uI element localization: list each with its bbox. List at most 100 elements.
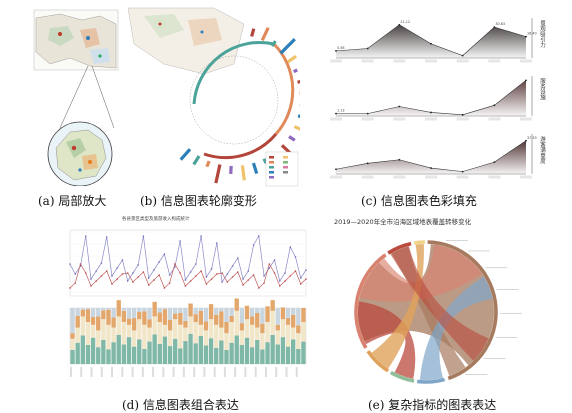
stacked-bar-segment (265, 306, 270, 322)
category-tick-placeholder (152, 367, 155, 377)
radial-bar (251, 162, 259, 175)
stacked-bar-segment (85, 322, 91, 345)
stacked-bar-segment (239, 308, 245, 324)
stacked-bar-segment (301, 341, 306, 364)
series-point-a (273, 259, 276, 261)
radial-bar (297, 114, 300, 118)
series-line-a (69, 234, 307, 283)
area-fill (336, 80, 526, 116)
series-point-b (168, 282, 171, 284)
stacked-bar-segment (224, 333, 229, 350)
stacked-bar-segment (239, 344, 245, 364)
stacked-bar-segment (193, 343, 198, 364)
stacked-bar-segment (188, 303, 193, 317)
stacked-bar-segment (121, 344, 127, 364)
stacked-bar-segment (239, 323, 245, 331)
area-point (525, 79, 527, 82)
category-tick-placeholder (264, 367, 267, 377)
series-point-a (163, 253, 166, 255)
area-data-label: 1.13 (337, 109, 345, 113)
series-point-a (210, 268, 213, 270)
area-tick-placeholder (488, 117, 501, 121)
stacked-bar-segment (285, 318, 291, 325)
panel-e-complex-indicator: 2019—2020年全市沿海区域地表覆盖转移变化 (330, 212, 566, 394)
category-tick-placeholder (285, 367, 288, 377)
series-point-a (252, 244, 255, 246)
radial-bar (279, 38, 296, 55)
category-tick-placeholder (295, 367, 298, 377)
stacked-bar-segment (173, 319, 178, 339)
stacked-bar-segment (152, 334, 157, 364)
stacked-bar-segment (111, 317, 116, 328)
series-point-b (289, 275, 292, 277)
stacked-bar-segment (188, 316, 193, 334)
area-tick-placeholder (361, 117, 374, 121)
category-tick-placeholder (203, 367, 206, 377)
radial-bar (292, 68, 298, 74)
series-point-a (147, 277, 150, 279)
series-point-a (284, 272, 286, 274)
panel-d-title: 各县景区类型及旅游收入构成统计 (122, 217, 190, 222)
area-point (430, 167, 432, 169)
stacked-bar-segment (260, 333, 265, 350)
series-point-b (305, 278, 307, 280)
stacked-bar-segment (142, 324, 147, 349)
stacked-bar-segment (260, 308, 265, 324)
stacked-bar-segment (70, 308, 75, 334)
series-point-a (216, 242, 218, 244)
series-point-b (221, 272, 223, 274)
stacked-bar-segment (106, 324, 111, 350)
stacked-bar-segment (301, 322, 306, 342)
stacked-bar-segment (255, 313, 260, 328)
series-point-a (179, 240, 181, 242)
stacked-bar-segment (270, 334, 275, 364)
category-tick-placeholder (162, 367, 165, 377)
series-point-a (268, 267, 271, 269)
series-point-b (158, 274, 160, 276)
area-tick-placeholder (488, 59, 501, 63)
stacked-bar-segment (285, 346, 291, 364)
stacked-bar-segment (80, 335, 85, 364)
stacked-bar-segment (214, 308, 219, 315)
stacked-bar-segment (75, 308, 80, 316)
stacked-bar-segment (121, 308, 127, 311)
stacked-bar-segment (183, 320, 188, 328)
series-point-b (116, 278, 118, 280)
series-point-a (289, 246, 292, 248)
radial-bar (287, 54, 298, 64)
category-tick-placeholder (90, 367, 93, 377)
area-point (398, 158, 401, 161)
stacked-bar-segment (162, 309, 168, 325)
stacked-bar-segment (280, 337, 286, 364)
stacked-bar-segment (90, 308, 96, 317)
series-point-b (126, 272, 129, 274)
stacked-bar-segment (265, 342, 270, 364)
series-point-b (95, 280, 98, 282)
stacked-bar-segment (173, 338, 178, 364)
series-point-b (216, 273, 218, 275)
area-point (366, 47, 369, 50)
stacked-bar-segment (291, 308, 296, 315)
radial-bar (288, 135, 296, 142)
stacked-bar-segment (167, 308, 173, 320)
area-point (493, 26, 496, 29)
category-tick-placeholder (131, 367, 134, 377)
area-tick-placeholder (456, 59, 469, 63)
stacked-bar-segment (178, 348, 183, 364)
stacked-bar-segment (208, 304, 214, 320)
series-point-a (111, 275, 113, 277)
series-point-b (242, 284, 244, 286)
stacked-bar-segment (142, 348, 147, 364)
series-point-b (273, 272, 276, 274)
radial-bar (293, 125, 300, 131)
category-tick-placeholder (172, 367, 175, 377)
series-point-a (258, 235, 260, 237)
stacked-bar-segment (265, 322, 270, 343)
stacked-bar-segment (260, 349, 265, 364)
stacked-bar-segment (70, 350, 75, 364)
stacked-bar-segment (203, 330, 209, 346)
radial-bar (250, 28, 256, 37)
series-point-a (142, 235, 145, 237)
area-tick-placeholder (456, 117, 469, 121)
series-point-b (252, 274, 255, 276)
